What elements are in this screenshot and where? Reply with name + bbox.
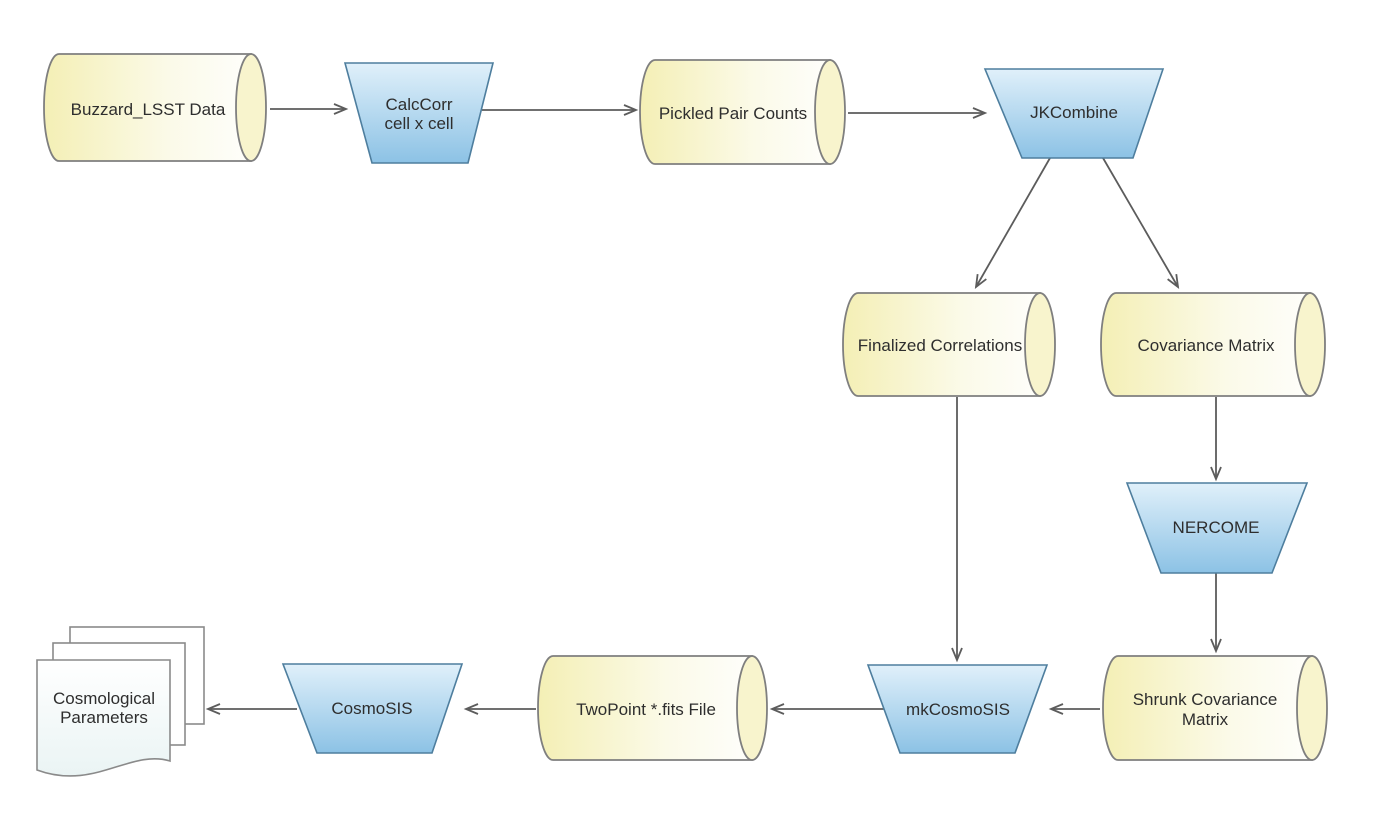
node-label-line2: Parameters — [60, 708, 148, 727]
node-label: Finalized Correlations — [858, 336, 1022, 355]
node-nercome: NERCOME — [1125, 482, 1309, 574]
node-cosmosis: CosmoSIS — [281, 663, 464, 754]
node-jkcombine: JKCombine — [983, 68, 1165, 159]
node-label: NERCOME — [1173, 518, 1260, 537]
node-calccorr: CalcCorr cell x cell — [343, 62, 495, 164]
process-trapezoid — [866, 664, 1049, 754]
process-trapezoid — [343, 62, 495, 164]
data-store-cap — [814, 59, 846, 165]
data-store-cap — [1294, 292, 1326, 397]
data-store-cylinder — [1102, 655, 1313, 761]
process-trapezoid — [281, 663, 464, 754]
node-label-line2: Matrix — [1182, 710, 1229, 729]
node-label: Buzzard_LSST Data — [71, 100, 226, 119]
node-twopoint-fits-file: TwoPoint *.fits File — [537, 655, 768, 761]
data-store-cylinder — [537, 655, 753, 761]
data-store-cylinder — [639, 59, 831, 165]
node-label: CosmoSIS — [331, 699, 412, 718]
node-label-line2: cell x cell — [385, 114, 454, 133]
node-label-line1: CalcCorr — [385, 95, 452, 114]
data-store-cap — [1024, 292, 1056, 397]
node-label: mkCosmoSIS — [906, 700, 1010, 719]
node-pickled-pair-counts: Pickled Pair Counts — [639, 59, 846, 165]
node-buzzard-lsst-data: Buzzard_LSST Data — [43, 53, 267, 162]
data-store-cylinder — [842, 292, 1041, 397]
node-label: TwoPoint *.fits File — [576, 700, 716, 719]
node-label-line1: Shrunk Covariance — [1133, 690, 1278, 709]
process-trapezoid — [983, 68, 1165, 159]
process-trapezoid — [1125, 482, 1309, 574]
node-finalized-correlations: Finalized Correlations — [842, 292, 1056, 397]
data-store-cap — [736, 655, 768, 761]
data-store-cylinder — [43, 53, 252, 162]
node-label: JKCombine — [1030, 103, 1118, 122]
document-page-front — [36, 659, 171, 777]
edge-jkcombine-to-covariance-matrix — [1102, 157, 1180, 290]
edges — [205, 103, 1222, 715]
data-store-cap — [1296, 655, 1328, 761]
node-covariance-matrix: Covariance Matrix — [1100, 292, 1326, 397]
data-store-cylinder — [1100, 292, 1311, 397]
node-label-line1: Cosmological — [53, 689, 155, 708]
node-cosmological-parameters: Cosmological Parameters — [36, 626, 205, 777]
node-label: Pickled Pair Counts — [659, 104, 807, 123]
node-label: Covariance Matrix — [1138, 336, 1275, 355]
edge-jkcombine-to-finalized-correlations — [974, 157, 1051, 290]
node-mkcosmosis: mkCosmoSIS — [866, 664, 1049, 754]
data-store-cap — [235, 53, 267, 162]
node-shrunk-covariance-matrix: Shrunk Covariance Matrix — [1102, 655, 1328, 761]
